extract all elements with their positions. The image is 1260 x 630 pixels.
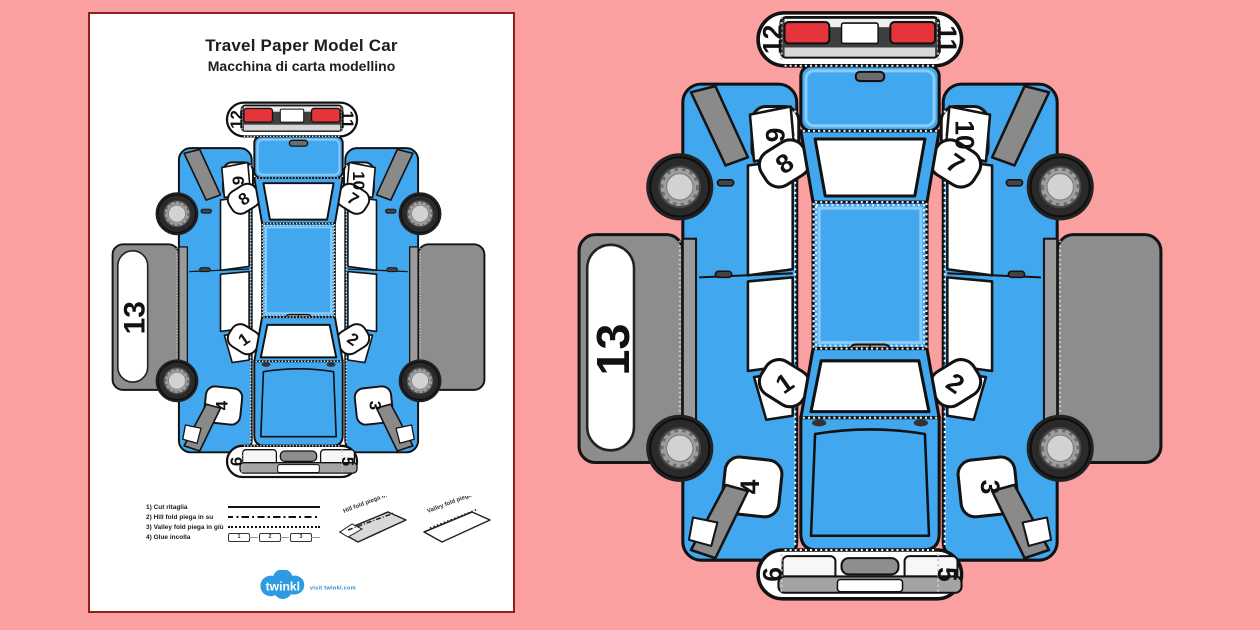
glue-tab-sample-3: 3	[290, 532, 320, 542]
twinkl-brand-text: twinkl	[266, 580, 300, 594]
page-subtitle: Macchina di carta modellino	[207, 58, 396, 74]
valley-fold-diagram: Valley fold piega in giù	[423, 496, 491, 543]
instruction-valley-fold: 3) Valley fold piega in giù	[146, 523, 224, 531]
instructions-list: 1) Cut ritaglia 2) Hill fold piega in su…	[146, 502, 326, 542]
valley-fold-label: Valley fold piega in giù	[427, 496, 490, 515]
printable-page: Travel Paper Model Car Macchina di carta…	[88, 12, 515, 613]
cut-line-sample	[228, 506, 323, 508]
glue-tab-sample-2: 2	[259, 532, 289, 542]
twinkl-logo: twinkl visit twinkl.com	[260, 570, 356, 599]
car-net-small	[110, 100, 487, 490]
instruction-hill-fold: 2) Hill fold piega in su	[146, 513, 214, 521]
glue-tab-sample-1: 1	[228, 532, 258, 542]
page-title: Travel Paper Model Car	[205, 36, 398, 55]
hill-fold-diagram: Hill fold piega in su	[339, 496, 407, 543]
instruction-row: 4) Glue incolla 1 2 3	[146, 532, 326, 542]
glue-tabs-sample: 1 2 3	[228, 532, 323, 542]
twinkl-tagline: visit twinkl.com	[310, 586, 356, 592]
car-net-large	[575, 8, 1165, 620]
instruction-glue: 4) Glue incolla	[146, 533, 191, 541]
instruction-row: 3) Valley fold piega in giù	[146, 522, 326, 532]
instruction-row: 2) Hill fold piega in su	[146, 512, 326, 522]
instruction-cut: 1) Cut ritaglia	[146, 503, 188, 511]
valley-fold-line-sample	[228, 526, 323, 528]
instruction-row: 1) Cut ritaglia	[146, 502, 326, 512]
hill-fold-line-sample	[228, 516, 323, 518]
twinkl-cloud-icon	[260, 570, 305, 599]
